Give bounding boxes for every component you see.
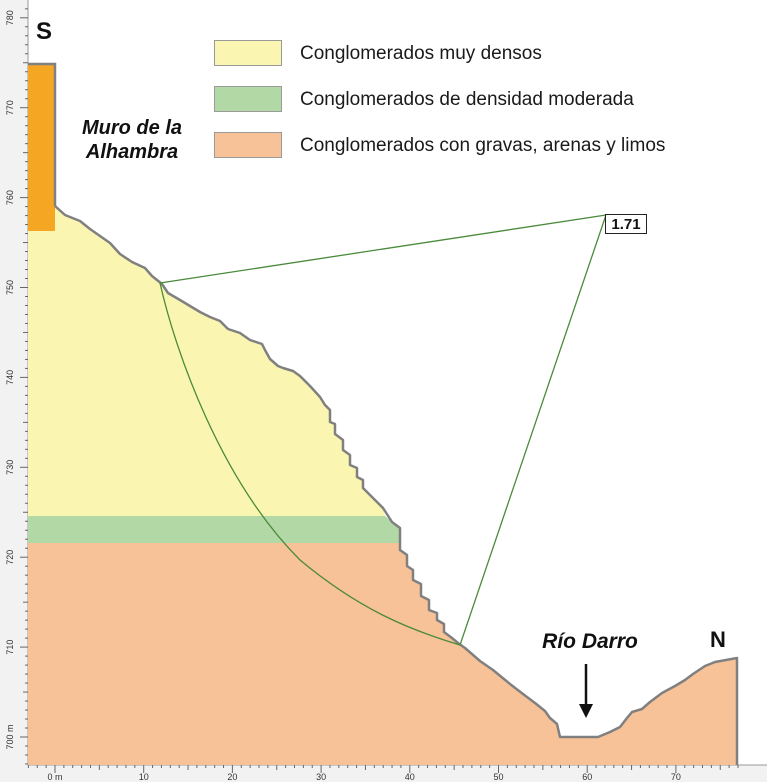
wall-label-line1: Muro de la bbox=[81, 117, 182, 139]
layer-dense-conglomerates bbox=[28, 206, 385, 516]
x-tick-label: 40 bbox=[405, 772, 415, 782]
radius-line-upper bbox=[159, 214, 607, 284]
legend-label-dense: Conglomerados muy densos bbox=[300, 43, 542, 64]
y-tick-label: 700 m bbox=[5, 724, 15, 749]
wall-label-line2: Alhambra bbox=[85, 141, 179, 163]
ground-surface-line bbox=[54, 205, 739, 765]
y-tick-label: 720 bbox=[5, 550, 15, 565]
legend-swatch-moderate bbox=[214, 86, 282, 112]
wall-label: Muro de la Alhambra bbox=[62, 116, 202, 164]
wall-outline bbox=[28, 62, 57, 206]
y-tick-label: 780 bbox=[5, 10, 15, 25]
x-tick-label: 10 bbox=[139, 772, 149, 782]
legend-label-gravel: Conglomerados con gravas, arenas y limos bbox=[300, 135, 666, 156]
slip-surface-arc bbox=[159, 282, 461, 646]
legend-label-moderate: Conglomerados de densidad moderada bbox=[300, 89, 634, 110]
y-tick-label: 770 bbox=[5, 100, 15, 115]
legend-swatch-gravel bbox=[214, 132, 282, 158]
x-tick-label: 30 bbox=[316, 772, 326, 782]
layer-moderate-density bbox=[28, 516, 400, 543]
x-axis-ticks: 0 m 10 20 30 40 50 60 70 bbox=[27, 765, 739, 782]
river-label: Río Darro bbox=[542, 630, 638, 653]
x-tick-label: 50 bbox=[493, 772, 503, 782]
y-tick-label: 730 bbox=[5, 460, 15, 475]
y-tick-label: 760 bbox=[5, 190, 15, 205]
x-tick-label: 70 bbox=[671, 772, 681, 782]
legend-swatch-dense bbox=[214, 40, 282, 66]
factor-of-safety-label: 1.71 bbox=[605, 214, 647, 234]
radius-line-lower bbox=[459, 214, 607, 646]
x-tick-label: 0 m bbox=[47, 772, 62, 782]
x-tick-label: 60 bbox=[582, 772, 592, 782]
x-tick-label: 20 bbox=[227, 772, 237, 782]
y-tick-label: 710 bbox=[5, 640, 15, 655]
alhambra-wall bbox=[28, 64, 55, 231]
south-label: S bbox=[36, 18, 53, 45]
y-tick-label: 740 bbox=[5, 370, 15, 385]
bottom-axis-strip bbox=[0, 765, 767, 782]
river-arrow-head bbox=[579, 704, 593, 718]
left-axis-strip bbox=[0, 0, 28, 765]
north-label: N bbox=[710, 627, 726, 652]
y-axis-ticks: 700 m 710 720 730 740 750 760 770 780 bbox=[5, 8, 28, 765]
y-tick-label: 750 bbox=[5, 280, 15, 295]
layer-gravel-sand-silt bbox=[28, 543, 737, 765]
